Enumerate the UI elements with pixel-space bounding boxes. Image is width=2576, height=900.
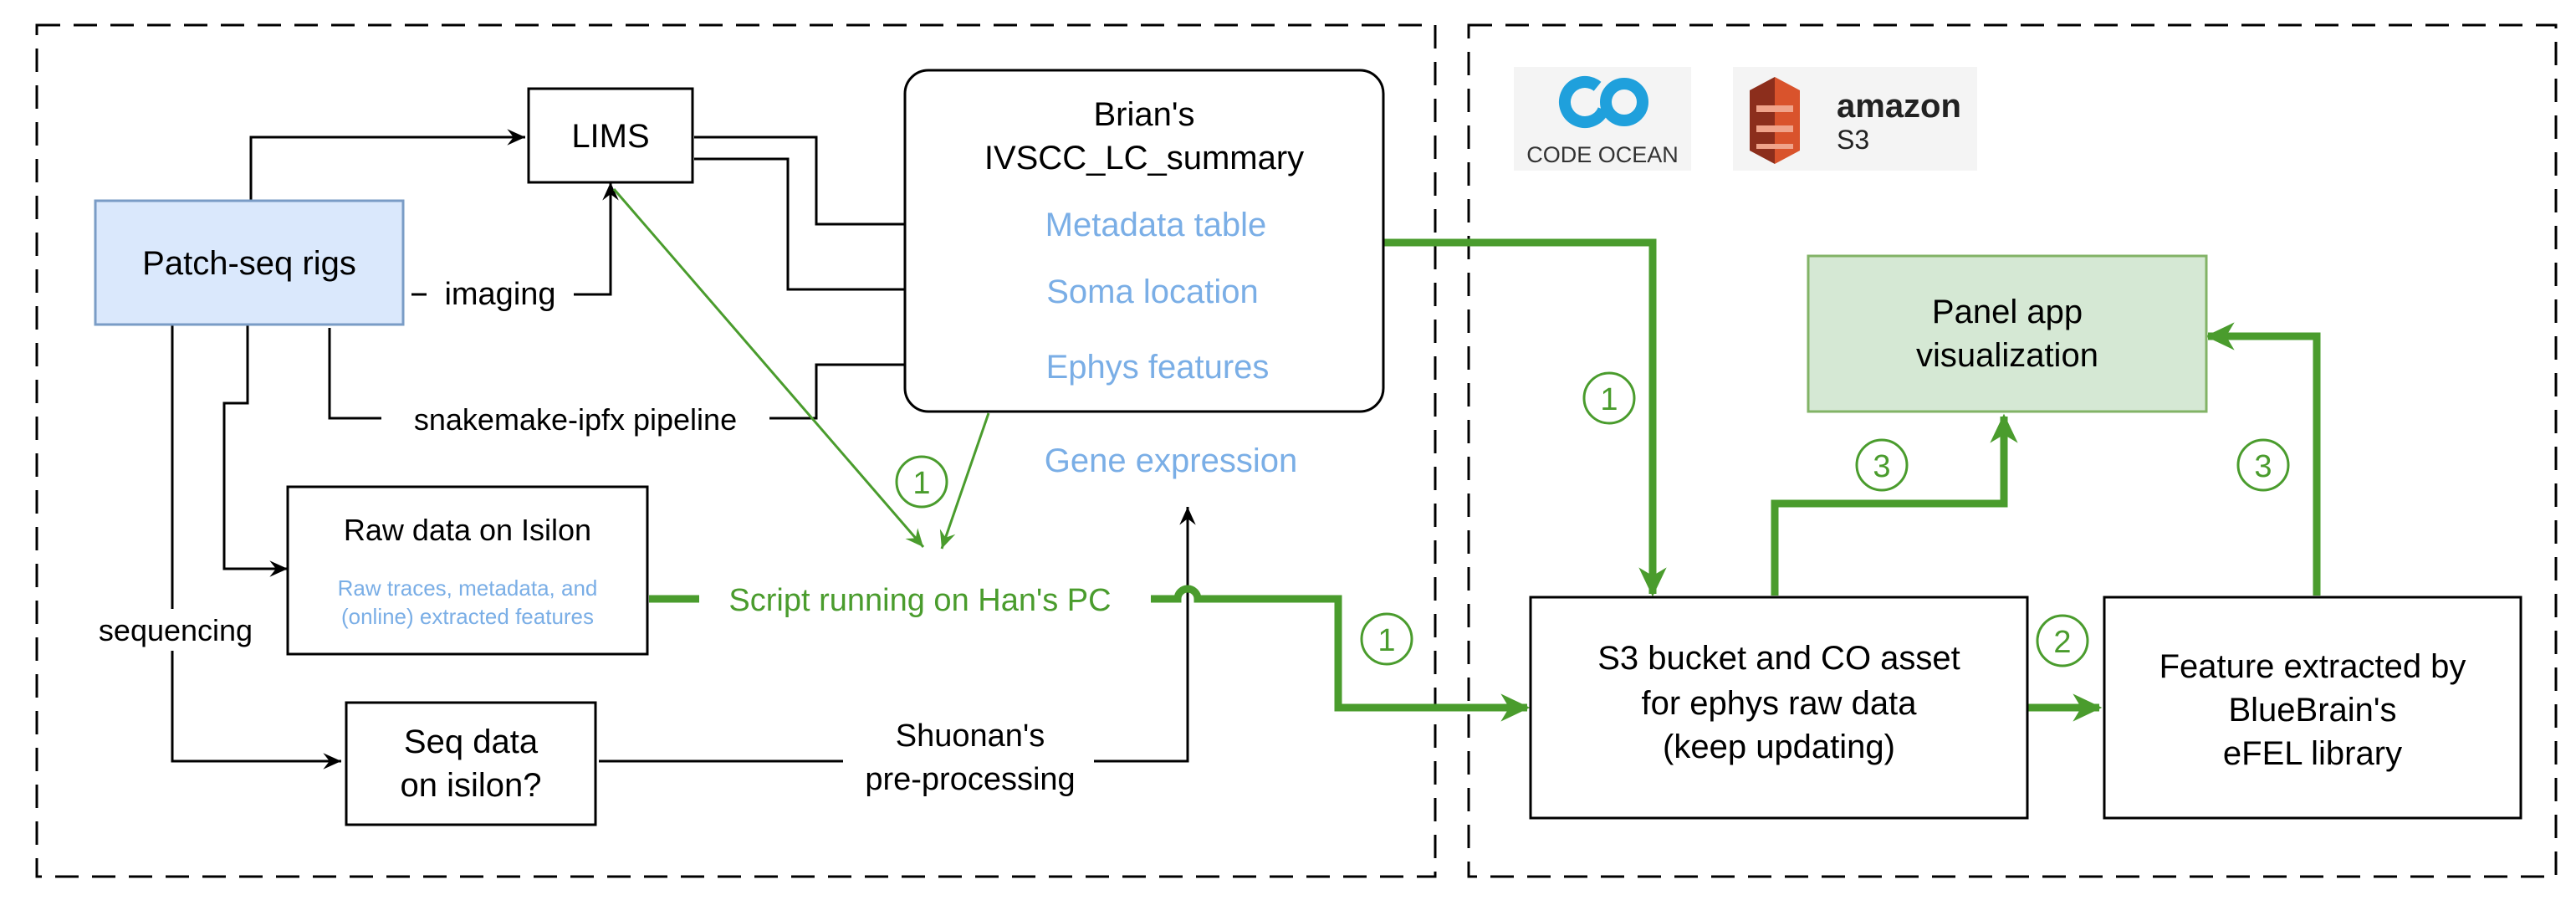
soma-location-label: Soma location	[1046, 274, 1258, 310]
step-marker-3-s3: 3	[1855, 438, 1909, 492]
panel-app-line-2: visualization	[1916, 337, 2098, 374]
edge-label-imaging: imaging	[427, 269, 574, 312]
efel-line-3: eFEL library	[2223, 735, 2402, 772]
edge-script-to-s3	[1151, 585, 1531, 722]
gene-expression-label: Gene expression	[1045, 442, 1297, 479]
patch-seq-rigs-node	[94, 199, 405, 326]
edge-rigs-to-lims	[249, 129, 525, 201]
svg-text:3: 3	[1873, 449, 1890, 484]
black-connectors	[171, 129, 1360, 770]
svg-text:1: 1	[1377, 623, 1395, 658]
edge-efel-to-panel-app	[2205, 322, 2321, 596]
code-ocean-o-icon	[1600, 78, 1648, 126]
panel-app-line-1: Panel app	[1932, 294, 2083, 330]
svg-text:3: 3	[2254, 449, 2272, 484]
preprocessing-line-2: pre-processing	[865, 762, 1075, 797]
raw-data-isilon-node	[286, 485, 649, 656]
ivscc-summary-node	[903, 69, 1385, 413]
seq-data-node	[345, 701, 597, 826]
code-ocean-logo: CODE OCEAN	[1514, 67, 1691, 171]
seq-data-line-2: on isilon?	[400, 767, 541, 804]
panel-app-node	[1807, 254, 2208, 413]
s3-bucket-line-2: for ephys raw data	[1641, 685, 1917, 722]
right-section-frame	[1467, 23, 2558, 878]
s3-bucket-icon	[1750, 77, 1800, 164]
edge-lims-to-soma	[694, 157, 1004, 298]
svg-text:2: 2	[2053, 625, 2071, 660]
preprocessing-line-1: Shuonan's	[896, 718, 1045, 754]
edge-rigs-to-raw-data	[222, 325, 288, 577]
amazon-s3-logo: amazon S3	[1733, 67, 1977, 171]
s3-bucket-line-1: S3 bucket and CO asset	[1597, 640, 1960, 677]
summary-title-line-2: IVSCC_LC_summary	[984, 140, 1304, 176]
edge-label-preprocessing: Shuonan's pre-processing	[843, 713, 1094, 803]
svg-text:1: 1	[1600, 382, 1618, 417]
s3-bucket-node	[1529, 596, 2029, 820]
edge-summary-to-script	[939, 412, 990, 550]
svg-text:1: 1	[912, 466, 930, 501]
metadata-table-label: Metadata table	[1045, 207, 1267, 243]
left-section-frame	[35, 23, 1437, 878]
edge-summary-to-s3	[1383, 238, 1667, 597]
s3-bucket-line-3: (keep updating)	[1663, 729, 1895, 765]
code-ocean-text: CODE OCEAN	[1526, 142, 1679, 167]
seq-data-line-1: Seq data	[404, 724, 539, 760]
step-marker-1-summary: 1	[1582, 371, 1636, 425]
raw-data-subtitle-line-2: (online) extracted features	[341, 604, 594, 629]
step-marker-1-lims: 1	[895, 455, 948, 509]
edge-rigs-to-seq-data	[171, 325, 341, 770]
lims-node	[527, 87, 694, 184]
thin-green-connectors	[612, 188, 990, 550]
edge-label-sequencing: sequencing	[80, 609, 274, 651]
raw-data-title: Raw data on Isilon	[344, 513, 591, 547]
amazon-text: amazon	[1837, 88, 1961, 125]
ephys-features-label: Ephys features	[1046, 349, 1270, 386]
edge-label-snakemake: snakemake-ipfx pipeline	[381, 400, 769, 438]
imaging-label: imaging	[444, 277, 555, 312]
thick-green-connectors	[649, 238, 2321, 722]
step-marker-2: 2	[2036, 614, 2089, 667]
s3-text: S3	[1837, 125, 1869, 155]
step-marker-3-efel: 3	[2236, 438, 2290, 492]
efel-line-2: BlueBrain's	[2228, 692, 2396, 729]
efel-line-1: Feature extracted by	[2159, 648, 2466, 685]
snakemake-label: snakemake-ipfx pipeline	[414, 402, 737, 437]
efel-node	[2103, 596, 2522, 820]
sequencing-label: sequencing	[99, 613, 253, 647]
script-running-label: Script running on Han's PC	[728, 583, 1111, 618]
edge-snakemake-to-ephys	[328, 328, 1004, 420]
lims-label: LIMS	[571, 118, 649, 155]
raw-data-subtitle-line-1: Raw traces, metadata, and	[338, 575, 598, 601]
edge-s3-to-panel-app	[1771, 413, 2018, 596]
edge-lims-to-script	[612, 188, 925, 548]
patch-seq-rigs-label: Patch-seq rigs	[142, 245, 356, 282]
summary-title-line-1: Brian's	[1093, 96, 1194, 133]
step-marker-1-script: 1	[1360, 612, 1413, 666]
